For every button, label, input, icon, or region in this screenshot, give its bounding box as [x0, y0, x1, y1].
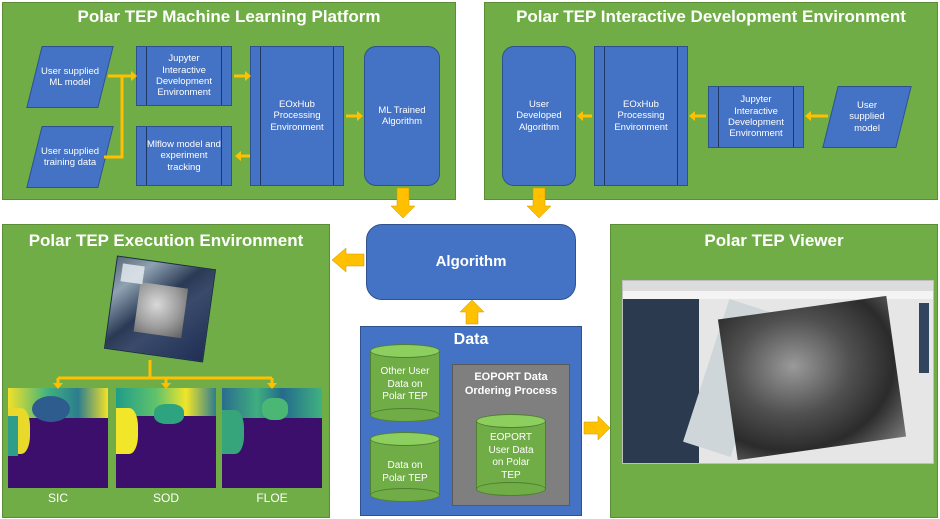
- ml-trained-node: ML Trained Algorithm: [364, 46, 440, 186]
- ml-training-data-label: User supplied training data: [40, 145, 100, 168]
- sic-map: [8, 388, 108, 488]
- ml-training-data-node: User supplied training data: [26, 126, 114, 188]
- ml-mlflow-node: Mlflow model and experiment tracking: [136, 126, 232, 186]
- sod-label: SOD: [152, 491, 179, 505]
- arrow-training-jupyter: [104, 76, 124, 159]
- ide-eoxhub-node: EOxHub Processing Environment: [594, 46, 688, 186]
- ml-eoxhub-label: EOxHub Processing Environment: [270, 98, 324, 133]
- ide-jupyter-node: Jupyter Interactive Development Environm…: [708, 86, 804, 148]
- sic-label: SIC: [47, 491, 68, 505]
- floe-label: FLOE: [256, 491, 288, 505]
- arrow-scene-maps: [56, 360, 274, 384]
- eoport-process-box: EOPORT Data Ordering Process: [452, 364, 570, 506]
- ide-eoxhub-label: EOxHub Processing Environment: [614, 98, 668, 133]
- ide-developed-label: User Developed Algorithm: [516, 98, 562, 133]
- eoport-process-label: EOPORT Data Ordering Process: [464, 371, 558, 397]
- ide-developed-node: User Developed Algorithm: [502, 46, 576, 186]
- viewer-screenshot: [622, 280, 934, 464]
- ide-user-model-node: User supplied model: [822, 86, 912, 148]
- ml-platform-title: Polar TEP Machine Learning Platform: [77, 7, 381, 26]
- algorithm-node: Algorithm: [366, 224, 576, 300]
- other-user-data-label: Other User Data on Polar TEP: [380, 366, 430, 402]
- ide-title: Polar TEP Interactive Development Enviro…: [516, 7, 906, 26]
- execution-title: Polar TEP Execution Environment: [28, 231, 304, 250]
- other-user-data-db: Other User Data on Polar TEP: [370, 344, 440, 422]
- ide-jupyter-label: Jupyter Interactive Development Environm…: [728, 94, 784, 140]
- ml-trained-label: ML Trained Algorithm: [378, 104, 426, 127]
- ml-user-model-label: User supplied ML model: [40, 65, 100, 88]
- algorithm-label: Algorithm: [435, 253, 507, 270]
- floe-map: [222, 388, 322, 488]
- data-on-tep-db: Data on Polar TEP: [370, 432, 440, 502]
- ml-jupyter-label: Jupyter Interactive Development Environm…: [156, 53, 212, 99]
- ml-jupyter-node: Jupyter Interactive Development Environm…: [136, 46, 232, 106]
- data-on-tep-label: Data on Polar TEP: [382, 460, 428, 484]
- sod-map: [116, 388, 216, 488]
- ml-eoxhub-node: EOxHub Processing Environment: [250, 46, 344, 186]
- ide-user-model-label: User supplied model: [849, 99, 885, 134]
- eoport-user-data-label: EOPORT User Data on Polar TEP: [488, 432, 534, 481]
- viewer-title: Polar TEP Viewer: [704, 231, 844, 250]
- eoport-user-data-db: EOPORT User Data on Polar TEP: [476, 414, 546, 496]
- ml-user-model-node: User supplied ML model: [26, 46, 114, 108]
- ml-mlflow-label: Mlflow model and experiment tracking: [147, 138, 221, 173]
- data-title: Data: [453, 331, 489, 348]
